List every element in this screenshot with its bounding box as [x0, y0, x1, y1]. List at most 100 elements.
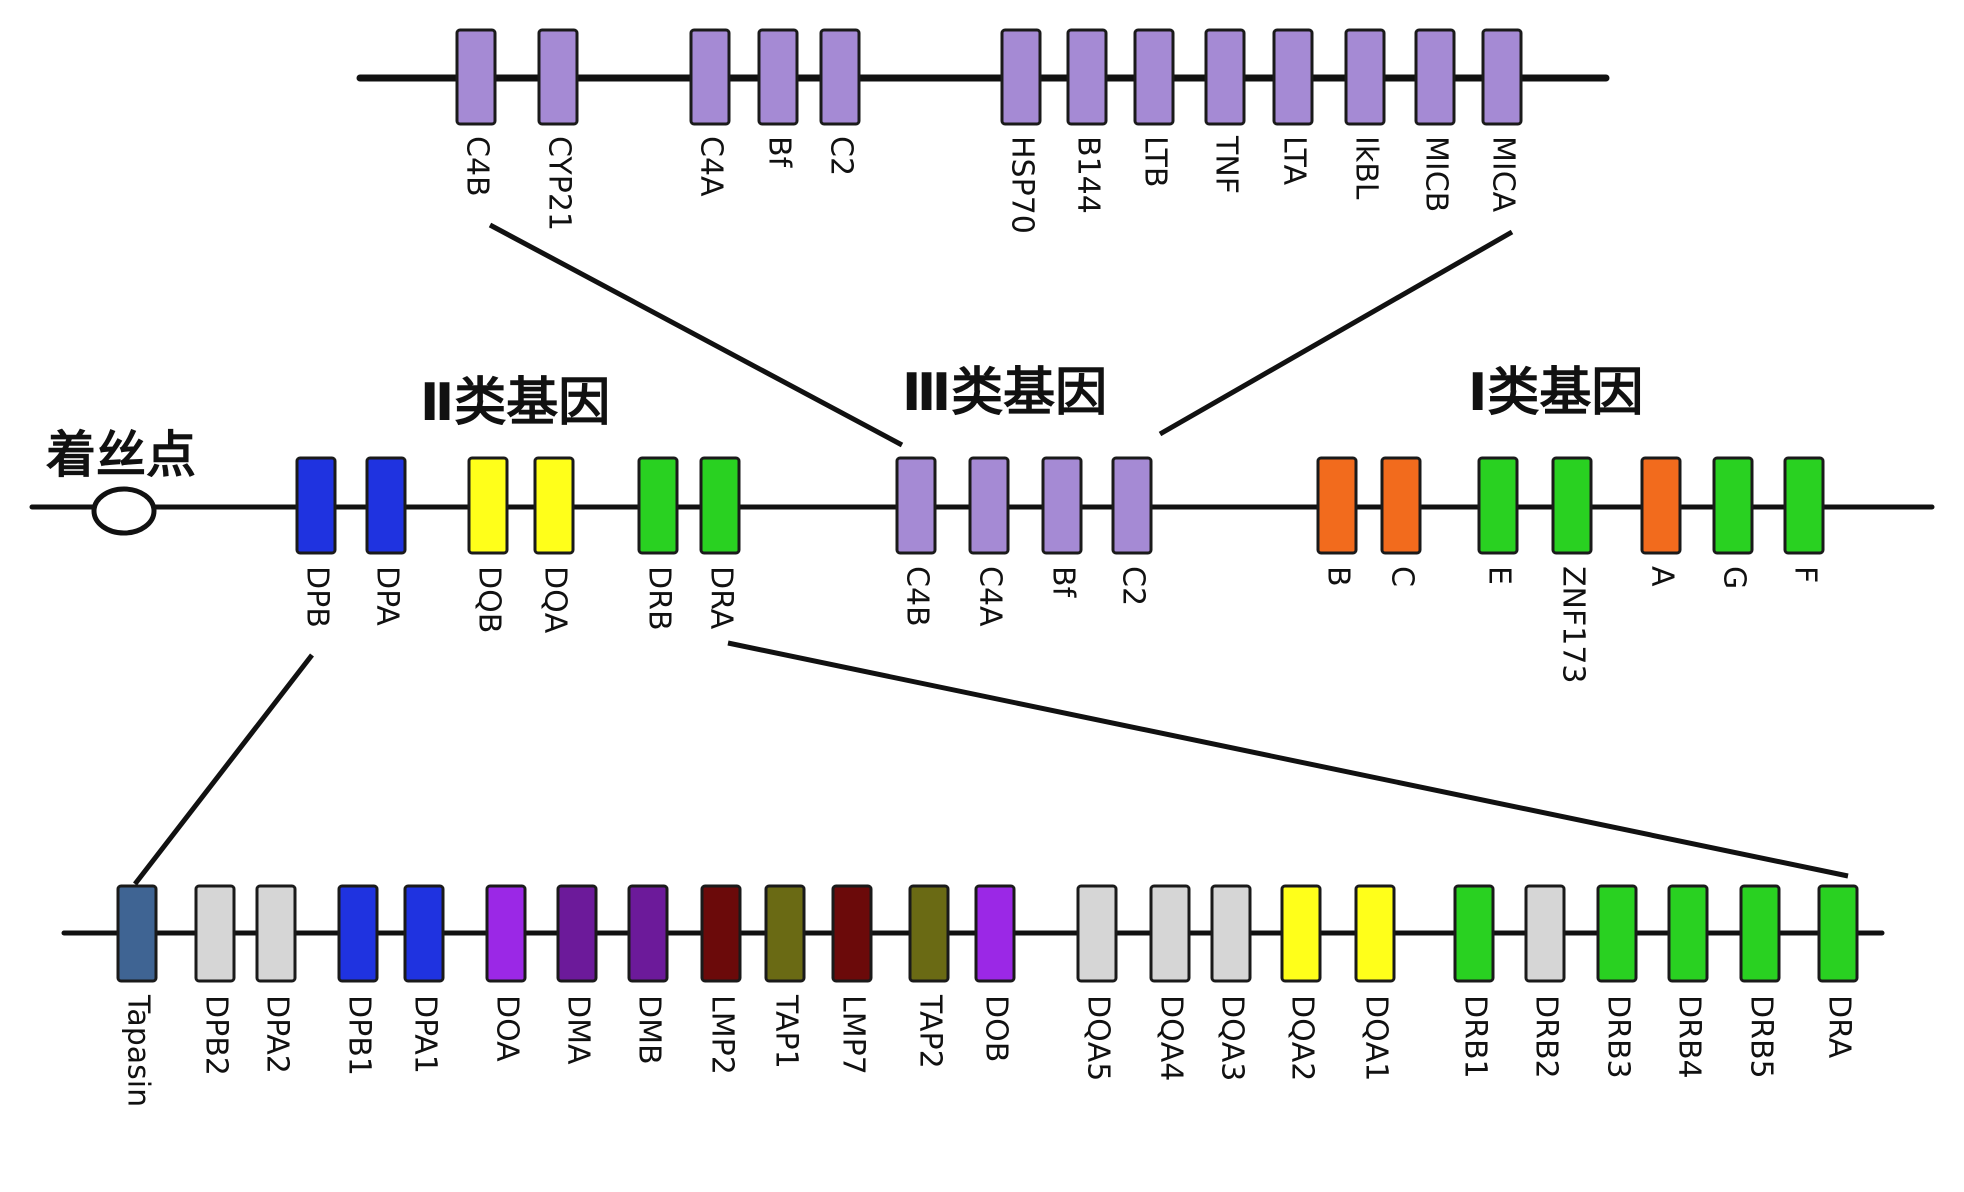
top-gene-label-hsp70: HSP70 — [1005, 136, 1040, 234]
bottom-gene-label-dpb2: DPB2 — [199, 995, 234, 1076]
bottom-gene-box-dqa1 — [1354, 884, 1396, 983]
middle-gene-label-f: F — [1788, 566, 1823, 583]
middle-gene-box-a — [1640, 456, 1682, 555]
top-gene-box-b144 — [1066, 28, 1108, 126]
top-gene-label-ikbl: IkBL — [1349, 136, 1384, 200]
middle-gene-box-dqa — [533, 456, 575, 555]
top-gene-box-c4a — [689, 28, 731, 126]
top-gene-label-tnf: TNF — [1209, 135, 1244, 194]
bottom-gene-label-dob: DOB — [979, 995, 1014, 1062]
bottom-gene-label-dqa4: DQA4 — [1154, 995, 1189, 1081]
class2-heading: Ⅱ类基因 — [420, 373, 610, 433]
bottom-gene-box-drb5 — [1739, 884, 1781, 983]
top-gene-box-ltb — [1133, 28, 1175, 126]
bottom-gene-label-lmp7: LMP7 — [836, 995, 871, 1075]
middle-gene-label-c2: C2 — [1116, 566, 1151, 606]
connector-class2-right — [727, 640, 1849, 879]
top-gene-label-c4b: C4B — [460, 136, 495, 197]
bottom-gene-label-tap2: TAP2 — [913, 994, 948, 1069]
bottom-gene-label-tap1: TAP1 — [769, 994, 804, 1069]
bottom-gene-label-dpb1: DPB1 — [342, 995, 377, 1076]
top-gene-box-c4b — [455, 28, 497, 126]
bottom-gene-box-doa — [485, 884, 527, 983]
bottom-gene-label-dqa3: DQA3 — [1215, 995, 1250, 1081]
middle-gene-box-f — [1783, 456, 1825, 555]
middle-gene-label-znf173: ZNF173 — [1556, 566, 1591, 684]
bottom-gene-label-dpa2: DPA2 — [260, 995, 295, 1074]
bottom-gene-label-doa: DOA — [490, 995, 525, 1062]
middle-gene-label-dqa: DQA — [538, 566, 573, 634]
class3-heading: Ⅲ类基因 — [902, 363, 1107, 423]
bottom-gene-label-dra: DRA — [1822, 995, 1857, 1059]
middle-gene-box-e — [1477, 456, 1519, 555]
bottom-gene-label-drb1: DRB1 — [1458, 995, 1493, 1079]
top-gene-label-c4a: C4A — [694, 136, 729, 197]
bottom-gene-box-tap2 — [908, 884, 950, 983]
top-gene-box-cyp21 — [537, 28, 579, 126]
bottom-gene-box-drb3 — [1596, 884, 1638, 983]
bottom-gene-label-dma: DMA — [561, 995, 596, 1065]
top-gene-label-c2: C2 — [824, 136, 859, 176]
middle-gene-box-c4a — [968, 456, 1010, 555]
bottom-gene-box-dpb2 — [194, 884, 236, 983]
bottom-gene-box-dma — [556, 884, 598, 983]
bottom-gene-label-drb2: DRB2 — [1529, 995, 1564, 1079]
top-gene-box-micb — [1414, 28, 1456, 126]
middle-gene-label-c4a: C4A — [973, 566, 1008, 627]
middle-gene-box-drb — [637, 456, 679, 555]
top-gene-label-cyp21: CYP21 — [542, 136, 577, 231]
bottom-gene-box-drb2 — [1524, 884, 1566, 983]
middle-gene-label-bf: Bf — [1046, 566, 1081, 599]
class1-heading: Ⅰ类基因 — [1468, 363, 1643, 423]
bottom-gene-box-dqa4 — [1149, 884, 1191, 983]
middle-gene-label-c: C — [1385, 566, 1420, 587]
middle-gene-box-c2 — [1111, 456, 1153, 555]
centromere-icon — [91, 486, 157, 536]
bottom-gene-box-dqa2 — [1280, 884, 1322, 983]
middle-gene-box-c — [1380, 456, 1422, 555]
bottom-gene-box-drb4 — [1667, 884, 1709, 983]
connector-class3-right — [1158, 229, 1514, 437]
middle-gene-label-dpb: DPB — [300, 566, 335, 628]
top-gene-box-c2 — [819, 28, 861, 126]
bottom-gene-label-dqa5: DQA5 — [1081, 995, 1116, 1081]
bottom-gene-box-dob — [974, 884, 1016, 983]
connector-class2-left — [133, 653, 314, 886]
bottom-gene-label-dqa1: DQA1 — [1359, 995, 1394, 1081]
centromere-label: 着丝点 — [46, 426, 196, 484]
bottom-gene-label-drb5: DRB5 — [1744, 995, 1779, 1079]
bottom-gene-label-drb3: DRB3 — [1601, 995, 1636, 1079]
bottom-gene-box-dra — [1817, 884, 1859, 983]
bottom-gene-label-drb4: DRB4 — [1672, 995, 1707, 1079]
top-gene-box-bf — [757, 28, 799, 126]
bottom-gene-box-lmp2 — [700, 884, 742, 983]
bottom-gene-box-dpa1 — [403, 884, 445, 983]
middle-gene-label-dqb: DQB — [472, 566, 507, 633]
middle-gene-box-bf — [1041, 456, 1083, 555]
middle-gene-box-c4b — [895, 456, 937, 555]
top-gene-label-bf: Bf — [762, 136, 797, 169]
middle-gene-label-c4b: C4B — [900, 566, 935, 627]
bottom-gene-label-lmp2: LMP2 — [705, 995, 740, 1075]
middle-gene-box-znf173 — [1551, 456, 1593, 555]
top-gene-box-mica — [1481, 28, 1523, 126]
top-gene-label-b144: B144 — [1071, 136, 1106, 214]
top-gene-label-lta: LTA — [1277, 136, 1312, 186]
connector-class3-left — [488, 222, 904, 448]
bottom-gene-box-dmb — [627, 884, 669, 983]
middle-gene-label-b: B — [1321, 566, 1356, 587]
top-gene-label-ltb: LTB — [1138, 136, 1173, 188]
bottom-gene-box-dpb1 — [337, 884, 379, 983]
middle-gene-label-g: G — [1717, 566, 1752, 589]
middle-gene-label-drb: DRB — [642, 566, 677, 631]
middle-gene-label-e: E — [1482, 566, 1517, 585]
middle-gene-box-b — [1316, 456, 1358, 555]
middle-gene-box-dpb — [295, 456, 337, 555]
top-gene-box-ikbl — [1344, 28, 1386, 126]
bottom-gene-box-drb1 — [1453, 884, 1495, 983]
bottom-gene-box-lmp7 — [831, 884, 873, 983]
bottom-gene-label-dmb: DMB — [632, 995, 667, 1065]
